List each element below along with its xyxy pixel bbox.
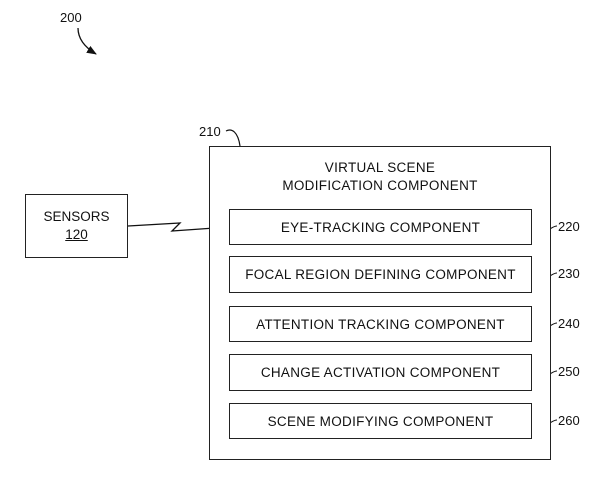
figure-ref-number: 200: [60, 10, 82, 25]
sensors-to-eye-tracking-arrow: [127, 222, 230, 232]
module-title-line1: VIRTUAL SCENE: [324, 160, 436, 175]
component-label: CHANGE ACTIVATION COMPONENT: [260, 365, 501, 380]
sensors-ref-number: 120: [65, 227, 88, 242]
sensors-box: SENSORS 120: [25, 194, 128, 258]
component-ref-250: 250: [558, 364, 580, 379]
component-label: SCENE MODIFYING COMPONENT: [267, 413, 494, 429]
module-title-line2: MODIFICATION COMPONENT: [282, 178, 478, 193]
module-ref-number: 210: [199, 124, 221, 139]
change-activation-component-box: CHANGE ACTIVATION COMPONENT: [229, 354, 532, 391]
focal-region-defining-component-box: FOCAL REGION DEFINING COMPONENT: [229, 256, 532, 293]
sensors-label: SENSORS: [43, 209, 110, 224]
eye-tracking-component-box: EYE-TRACKING COMPONENT: [229, 209, 532, 245]
component-ref-230: 230: [558, 266, 580, 281]
component-label: FOCAL REGION DEFINING COMPONENT: [245, 267, 516, 282]
figure-ref-leader: [77, 27, 97, 55]
module-ref-leader: [225, 129, 241, 147]
component-ref-220: 220: [558, 219, 580, 234]
component-label: ATTENTION TRACKING COMPONENT: [256, 316, 505, 332]
component-label: EYE-TRACKING COMPONENT: [280, 219, 481, 235]
scene-modifying-component-box: SCENE MODIFYING COMPONENT: [229, 403, 532, 439]
module-title: VIRTUAL SCENE MODIFICATION COMPONENT: [209, 159, 551, 195]
component-ref-240: 240: [558, 316, 580, 331]
component-ref-260: 260: [558, 413, 580, 428]
attention-tracking-component-box: ATTENTION TRACKING COMPONENT: [229, 306, 532, 342]
